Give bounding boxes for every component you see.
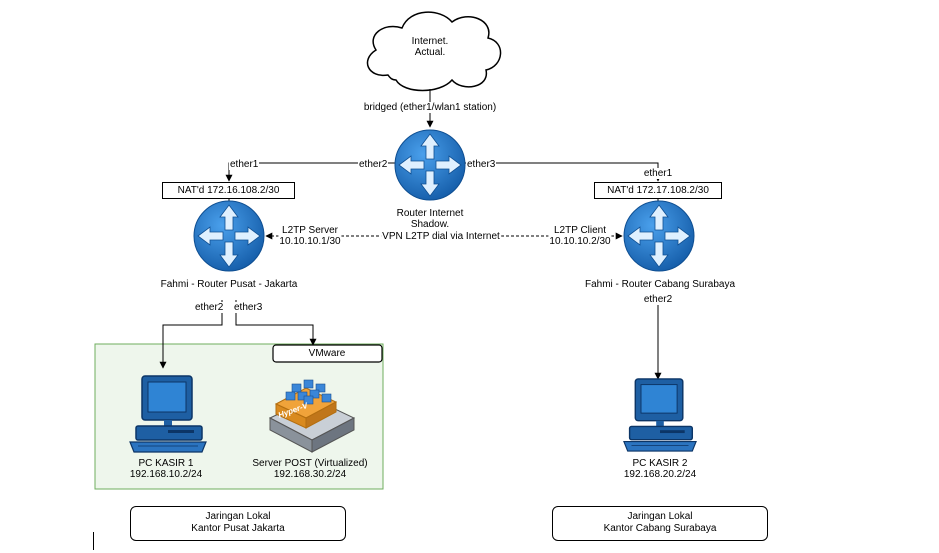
jakarta-port-ether2: ether2 (194, 302, 225, 313)
pc-icon[interactable] (623, 378, 697, 452)
surabaya-l2tp-role: L2TP Client (553, 225, 607, 236)
surabaya-nat-box: NAT'd 172.17.108.2/30 (594, 182, 722, 199)
uplink-label: bridged (ether1/wlan1 station) (362, 102, 498, 113)
shadow-port-ether3: ether3 (466, 159, 497, 170)
text-cursor (93, 532, 94, 550)
vmware-label: VMware (308, 348, 346, 359)
pc-kasir-1-label: PC KASIR 1 192.168.10.2/24 (130, 458, 202, 480)
surabaya-port-ether2: ether2 (642, 294, 674, 305)
jakarta-router-name: Fahmi - Router Pusat - Jakarta (159, 279, 299, 290)
lan-surabaya-line1: Jaringan Lokal (627, 511, 693, 522)
jakarta-nat-box: NAT'd 172.16.108.2/30 (162, 182, 295, 199)
shadow-router-name: Router Internet Shadow. (397, 208, 464, 230)
lan-jakarta-box: Jaringan Lokal Kantor Pusat Jakarta (130, 506, 346, 541)
cloud-label: Internet. Actual. (412, 36, 449, 58)
pc-kasir-2-label: PC KASIR 2 192.168.20.2/24 (624, 458, 696, 480)
server-post-ip: 192.168.30.2/24 (273, 469, 347, 480)
hyperv-server-icon[interactable]: Hyper-V (268, 379, 356, 453)
pc-kasir-1-name: PC KASIR 1 (138, 458, 194, 469)
cloud-label-line1: Internet. (411, 36, 449, 47)
pc-kasir-1-ip: 192.168.10.2/24 (129, 469, 203, 480)
surabaya-port-ether1: ether1 (642, 168, 674, 179)
jakarta-l2tp-label: L2TP Server 10.10.10.1/30 (278, 225, 342, 247)
surabaya-l2tp-label: L2TP Client 10.10.10.2/30 (548, 225, 612, 247)
pc-kasir-2-ip: 192.168.20.2/24 (623, 469, 697, 480)
cloud-label-line2: Actual. (414, 47, 446, 58)
shadow-port-ether2: ether2 (358, 159, 389, 170)
cloud-icon (366, 11, 502, 92)
shadow-router-name-line2: Shadow. (410, 219, 450, 230)
vmware-box (272, 344, 383, 363)
server-post-label: Server POST (Virtualized) 192.168.30.2/2… (252, 458, 367, 480)
jakarta-l2tp-role: L2TP Server (282, 225, 338, 236)
lan-jakarta-line1: Jaringan Lokal (205, 511, 271, 522)
router-icon[interactable] (394, 129, 466, 201)
router-icon[interactable] (623, 200, 695, 272)
jakarta-l2tp-ip: 10.10.10.1/30 (279, 236, 341, 247)
surabaya-l2tp-ip: 10.10.10.2/30 (549, 236, 611, 247)
jakarta-port-ether1: ether1 (229, 159, 260, 170)
server-post-name: Server POST (Virtualized) (252, 458, 368, 469)
shadow-router-name-line1: Router Internet (396, 208, 464, 219)
lan-surabaya-box: Jaringan Lokal Kantor Cabang Surabaya (552, 506, 768, 541)
surabaya-router-name: Fahmi - Router Cabang Surabaya (583, 279, 737, 290)
router-icon[interactable] (193, 200, 265, 272)
jakarta-port-ether3: ether3 (233, 302, 264, 313)
lan-jakarta-line2: Kantor Pusat Jakarta (191, 523, 285, 534)
pc-kasir-2-name: PC KASIR 2 (632, 458, 688, 469)
vpn-label: VPN L2TP dial via Internet (381, 231, 501, 242)
lan-surabaya-line2: Kantor Cabang Surabaya (603, 523, 717, 534)
